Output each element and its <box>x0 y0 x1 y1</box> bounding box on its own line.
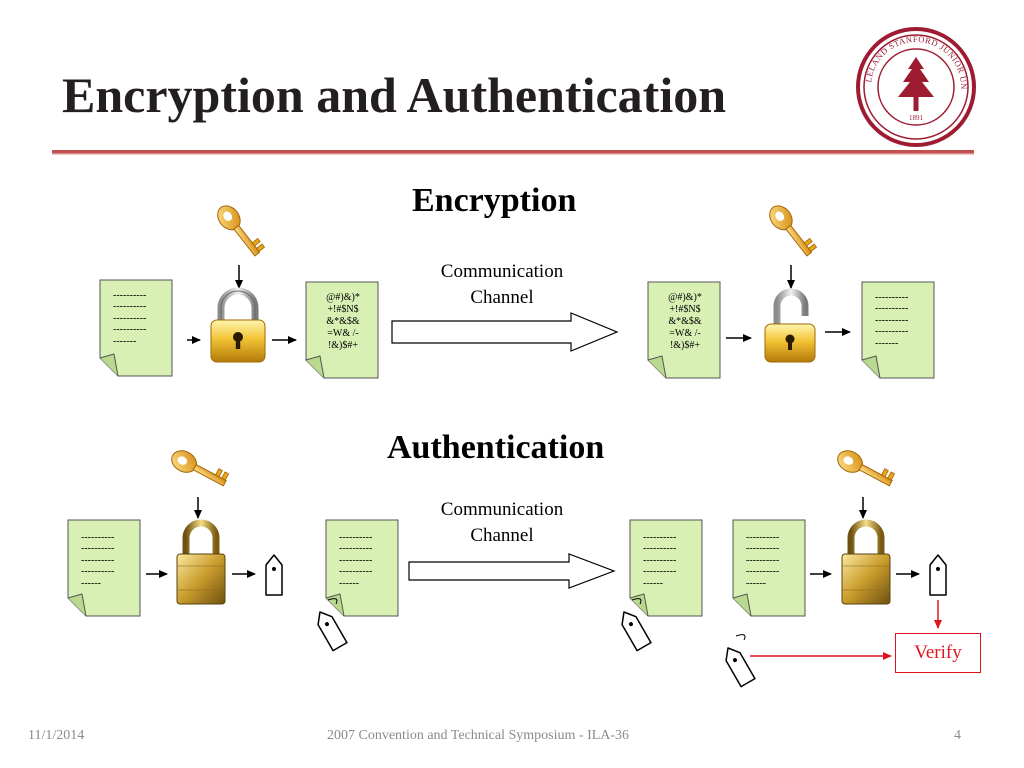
encryption-channel-label: Communication Channel <box>440 261 564 308</box>
decrypt-unlock-icon <box>764 288 816 363</box>
decrypted-plaintext-content: ---------- ---------- ---------- -------… <box>875 292 909 349</box>
tree-icon <box>898 57 934 111</box>
key-icon <box>769 205 818 257</box>
university-seal: LELAND STANFORD JUNIOR UNIVERSITY 1891 <box>856 27 976 147</box>
page-number: 4 <box>954 728 961 743</box>
title-rule <box>52 150 974 153</box>
received-ciphertext-content: @#)&)* +!#$N$ &*&$& =W& /- !&)$#+ <box>668 292 702 351</box>
signing-lock-icon <box>177 523 225 604</box>
authentication-channel-label: Communication Channel <box>440 499 564 546</box>
ciphertext-content: @#)&)* +!#$N$ &*&$& =W& /- !&)$#+ <box>326 292 360 351</box>
signed-document-content: ---------- ---------- ---------- -------… <box>339 532 373 589</box>
verifying-lock-icon <box>842 523 890 604</box>
footer-date: 11/1/2014 <box>28 728 85 743</box>
authentication-channel-arrow <box>408 553 616 589</box>
computed-tag-icon <box>929 554 947 596</box>
encryption-section-title: Encryption <box>412 182 577 219</box>
svg-text:1891: 1891 <box>909 114 924 122</box>
tag-icon <box>265 554 283 596</box>
verify-box: Verify <box>895 633 981 673</box>
key-icon <box>171 450 230 487</box>
encryption-channel-arrow <box>391 312 619 352</box>
received-signed-content: ---------- ---------- ---------- -------… <box>643 532 677 589</box>
received-plaintext-content: ---------- ---------- ---------- -------… <box>746 532 780 589</box>
plaintext-content: ---------- ---------- ---------- -------… <box>113 290 147 347</box>
footer-title: 2007 Convention and Technical Symposium … <box>327 728 630 743</box>
key-icon <box>217 205 266 257</box>
received-tag-icon <box>720 643 756 688</box>
encrypt-lock-icon <box>211 291 265 362</box>
auth-plaintext-content: ---------- ---------- ---------- -------… <box>81 532 115 589</box>
authentication-section-title: Authentication <box>387 429 605 466</box>
slide-title: Encryption and Authentication <box>62 67 727 123</box>
title-rule-shadow <box>52 153 974 155</box>
key-icon <box>837 450 896 487</box>
